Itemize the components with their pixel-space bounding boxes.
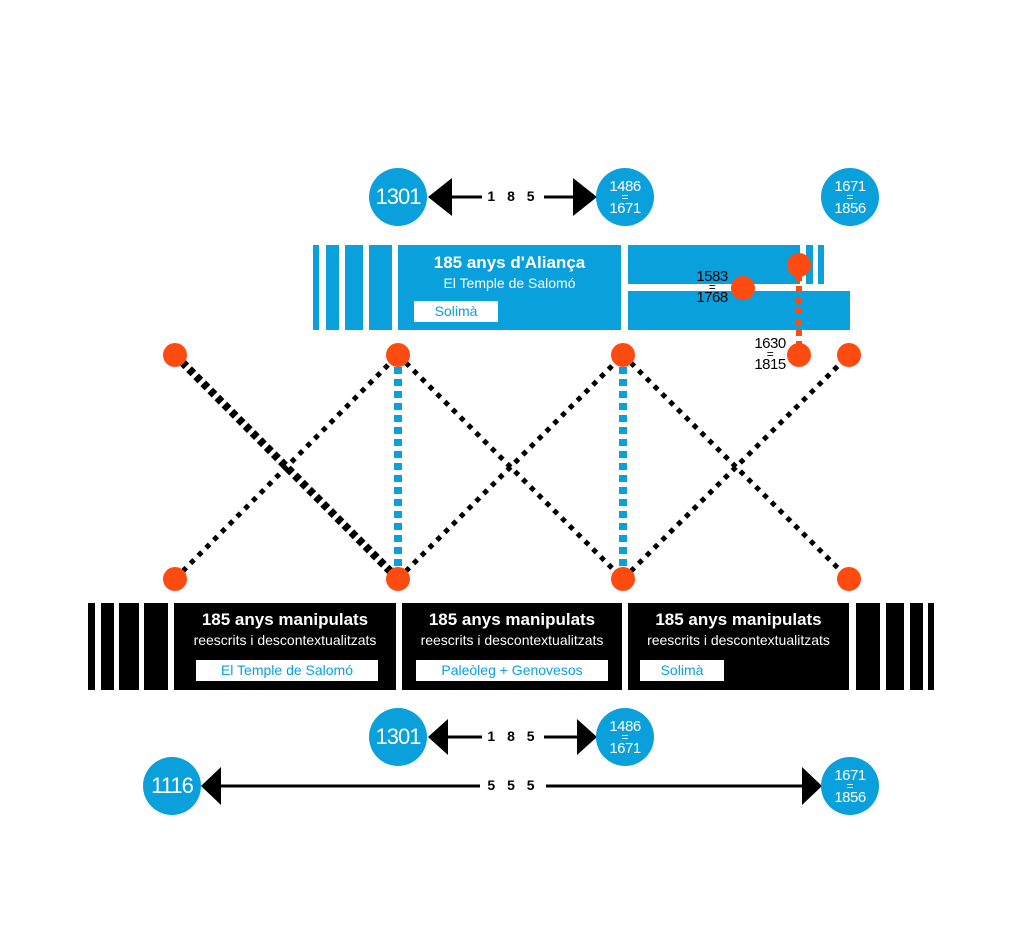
alliance-title: 185 anys d'Aliança — [433, 253, 586, 272]
black-stripe — [88, 603, 95, 690]
equals-sign: = — [846, 778, 854, 793]
black-stripe — [928, 603, 934, 690]
date-circle-1301-bottom: 1301 — [369, 708, 427, 766]
blue-bar-upper — [628, 245, 800, 284]
black-stripe — [910, 603, 923, 690]
block-tag: El Temple de Salomó — [196, 660, 378, 681]
black-stripe — [119, 603, 139, 690]
black-stripe — [144, 603, 168, 690]
date-b: 1768 — [696, 289, 728, 306]
blue-stripe — [326, 245, 339, 330]
date-a: 1583 — [696, 268, 728, 285]
block-tag: Solimà — [640, 660, 724, 681]
equals-sign: = — [708, 280, 716, 294]
alliance-tag: Solimà — [414, 301, 498, 322]
date-label-1583: 1583 = 1768 — [690, 268, 734, 306]
blue-stripe — [806, 245, 813, 284]
date-label-1630: 1630 = 1815 — [748, 335, 792, 373]
date-b: 1671 — [609, 199, 641, 217]
date-circle-1486-1671-bottom: 1486 = 1671 — [596, 708, 654, 766]
alliance-block: 185 anys d'Aliança El Temple de Salomó S… — [398, 245, 621, 330]
blue-stripe — [313, 245, 319, 330]
arrow-head-left — [428, 719, 448, 755]
block-tag: Paleòleg + Genovesos — [416, 660, 608, 681]
equals-sign: = — [766, 347, 774, 361]
arrow-label-555: 5 5 5 — [480, 777, 546, 793]
alliance-subtitle: El Temple de Salomó — [443, 275, 576, 291]
date-circle-1301: 1301 — [369, 168, 427, 226]
arrow-label-185-bottom: 1 8 5 — [482, 728, 544, 744]
block-subtitle: reescrits i descontextualitzats — [193, 632, 377, 648]
manipulated-block-1: 185 anys manipulats reescrits i desconte… — [174, 603, 396, 690]
blue-stripe — [345, 245, 363, 330]
date-b: 1671 — [609, 739, 641, 757]
date-a: 1486 — [609, 717, 641, 735]
arrow-head-right — [577, 719, 597, 755]
blue-bar-lower — [628, 291, 850, 330]
blue-stripe — [818, 245, 824, 284]
dotted-line — [621, 353, 851, 581]
block-title: 185 anys manipulats — [201, 610, 369, 629]
black-stripe — [856, 603, 880, 690]
block-title: 185 anys manipulats — [655, 610, 822, 629]
blue-dashed-verticals — [394, 367, 627, 570]
arrow-head-right — [802, 767, 822, 805]
arrow-head-right — [573, 178, 597, 216]
date-circle-1116: 1116 — [143, 757, 201, 815]
manipulated-block-3: 185 anys manipulats reescrits i desconte… — [628, 603, 849, 690]
block-subtitle: reescrits i descontextualitzats — [420, 632, 604, 648]
equals-sign: = — [621, 189, 629, 204]
equals-sign: = — [846, 189, 854, 204]
date-circle-1486-1671: 1486 = 1671 — [596, 168, 654, 226]
black-stripe — [101, 603, 114, 690]
date-b: 1856 — [834, 788, 866, 806]
arrow-label-185: 1 8 5 — [482, 188, 544, 204]
date-b: 1856 — [834, 199, 866, 217]
block-subtitle: reescrits i descontextualitzats — [647, 632, 830, 648]
date-text: 1116 — [151, 773, 194, 798]
dotted-line — [396, 353, 625, 581]
date-text: 1301 — [375, 724, 422, 749]
arrow-head-left — [201, 767, 221, 805]
date-a: 1630 — [754, 335, 786, 352]
dotted-crossings — [172, 352, 851, 582]
date-b: 1815 — [754, 356, 786, 373]
dotted-line — [621, 353, 851, 581]
date-circle-1671-1856-bottom: 1671 = 1856 — [821, 757, 879, 815]
arrow-head-left — [428, 178, 452, 216]
dotted-line — [173, 353, 400, 581]
dotted-line — [172, 352, 401, 582]
date-a: 1486 — [609, 177, 641, 195]
date-text: 1301 — [375, 184, 422, 209]
date-circle-1671-1856: 1671 = 1856 — [821, 168, 879, 226]
date-a: 1671 — [834, 766, 866, 784]
manipulated-block-2: 185 anys manipulats reescrits i desconte… — [402, 603, 622, 690]
equals-sign: = — [621, 729, 629, 744]
black-stripe — [886, 603, 904, 690]
blue-stripe — [369, 245, 392, 330]
date-a: 1671 — [834, 177, 866, 195]
block-title: 185 anys manipulats — [428, 610, 596, 629]
